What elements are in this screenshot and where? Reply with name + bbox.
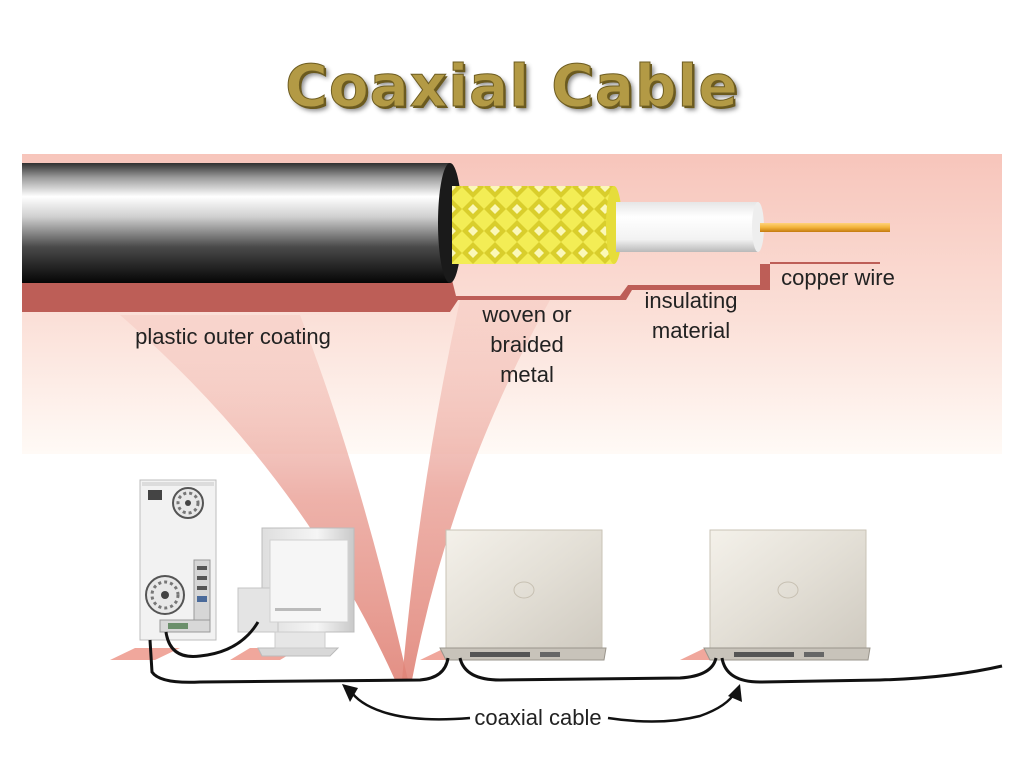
- slide-title: Coaxial Cable: [285, 52, 739, 121]
- copper-wire-shape: [760, 223, 890, 232]
- network-cable-segment: [458, 657, 718, 682]
- label-metal-line: metal: [500, 362, 554, 387]
- label-material-line: material: [651, 318, 731, 343]
- label-coaxial-cable: coaxial cable: [474, 705, 602, 730]
- curved-arrow-icon: [607, 691, 737, 723]
- label-woven-braided-metal: woven or braided metal: [462, 300, 592, 390]
- braided-metal-shape: [452, 186, 614, 264]
- monitor-cable: [164, 621, 260, 658]
- label-copper-wire: copper wire: [781, 265, 895, 290]
- label-braided-line: braided: [490, 332, 564, 357]
- label-insulating-material: insulating material: [626, 286, 756, 346]
- curved-arrow-icon: [348, 689, 471, 721]
- zoom-beam-right: [402, 300, 550, 680]
- network-cable-segment: [720, 657, 1003, 684]
- crt-monitor-icon: [237, 527, 355, 657]
- label-insulating-line: insulating: [644, 288, 738, 313]
- arrow-head: [728, 684, 742, 702]
- desktop-tower-icon: [139, 479, 217, 641]
- label-woven-line: woven or: [482, 302, 572, 327]
- zoom-beam-left: [120, 315, 408, 680]
- label-plastic-outer-coating: plastic outer coating: [135, 324, 331, 349]
- insulating-material-shape: [616, 202, 758, 252]
- plastic-outer-coating-shape: [22, 163, 450, 283]
- laptop-icon: [439, 529, 607, 661]
- network-cable-segment: [148, 639, 450, 684]
- floor-shadow-1: [110, 648, 180, 660]
- insulation-end: [752, 202, 764, 252]
- arrow-head: [342, 684, 358, 702]
- laptop-icon: [703, 529, 871, 661]
